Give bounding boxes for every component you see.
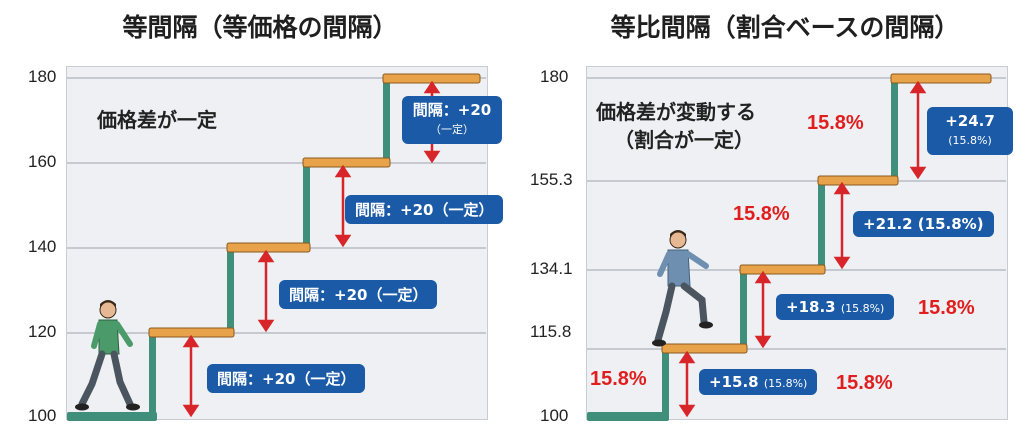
right-ytick-115: 115.8 (530, 322, 572, 341)
right-arrow-4 (909, 80, 927, 180)
right-arrow-2 (754, 270, 772, 349)
right-riser-1 (662, 349, 669, 418)
right-arrow-3 (833, 181, 851, 270)
right-walker-figure (652, 230, 713, 347)
left-badge-top: 間隔：+20 （一定） (402, 96, 502, 144)
right-badge-115: +15.8 (15.8%) (699, 369, 818, 395)
left-badge-top-main: 間隔：+20 (412, 101, 492, 119)
right-tread-155 (817, 175, 899, 186)
right-badge-115-main: +15.8 (709, 373, 759, 391)
right-staircase (587, 73, 992, 421)
pct-label-top: 15.8% (807, 112, 864, 134)
right-badge-top-main: +24.7 (945, 112, 995, 130)
left-riser-1 (149, 333, 156, 418)
right-riser-2 (740, 270, 747, 349)
left-walker-figure (75, 300, 140, 411)
left-arrow-1 (182, 334, 200, 418)
right-ytick-134: 134.1 (530, 259, 573, 278)
left-badge-160: 間隔：+20（一定） (345, 195, 504, 224)
right-ytick-155: 155.3 (530, 170, 573, 189)
right-callout-line2: （割合が一定） (614, 128, 754, 152)
left-badge-140: 間隔：+20（一定） (279, 280, 438, 309)
right-tread-115 (661, 343, 748, 354)
left-riser-3 (303, 163, 310, 248)
pct-label-bottom: 15.8% (836, 372, 893, 394)
left-riser-2 (227, 248, 234, 333)
left-arrow-3 (334, 164, 352, 248)
right-arrow-1 (678, 350, 696, 418)
left-ytick-160: 160 (28, 152, 57, 171)
left-arrow-2 (257, 249, 275, 333)
left-badge-top-sub: （一定） (430, 123, 474, 136)
right-callout-line1: 価格差が変動する (596, 100, 756, 124)
left-tread-160 (302, 157, 391, 168)
right-badge-134: +18.3 (15.8%) (776, 294, 895, 320)
left-badge-120: 間隔：+20（一定） (207, 364, 366, 393)
left-floor (67, 412, 157, 421)
pct-label-right: 15.8% (918, 297, 975, 319)
right-riser-3 (818, 181, 825, 270)
right-panel-title: 等比間隔（割合ベースの間隔） (610, 13, 960, 42)
left-callout: 価格差が一定 (97, 108, 217, 132)
left-riser-4 (383, 78, 390, 163)
right-ytick-180: 180 (540, 67, 569, 86)
right-tread-134 (739, 264, 826, 275)
pct-label-left: 15.8% (590, 368, 647, 390)
right-floor (587, 412, 669, 421)
right-riser-4 (891, 78, 898, 181)
right-ytick-100: 100 (540, 406, 569, 425)
right-badge-115-sub: (15.8%) (763, 377, 808, 390)
left-ytick-100: 100 (28, 406, 57, 425)
left-panel-title: 等間隔（等価格の間隔） (122, 13, 398, 42)
right-badge-134-sub: (15.8%) (840, 302, 885, 315)
right-tread-180 (890, 73, 992, 84)
left-ytick-180: 180 (28, 67, 57, 86)
left-ytick-140: 140 (28, 237, 57, 256)
left-ytick-120: 120 (28, 322, 57, 341)
right-badge-155: +21.2 (15.8%) (853, 211, 994, 237)
right-badge-top: +24.7 (15.8%) (927, 107, 1013, 155)
left-tread-140 (226, 242, 311, 253)
right-badge-top-sub: (15.8%) (948, 134, 992, 147)
right-badge-134-main: +18.3 (786, 298, 836, 316)
pct-label-mid: 15.8% (733, 203, 790, 225)
